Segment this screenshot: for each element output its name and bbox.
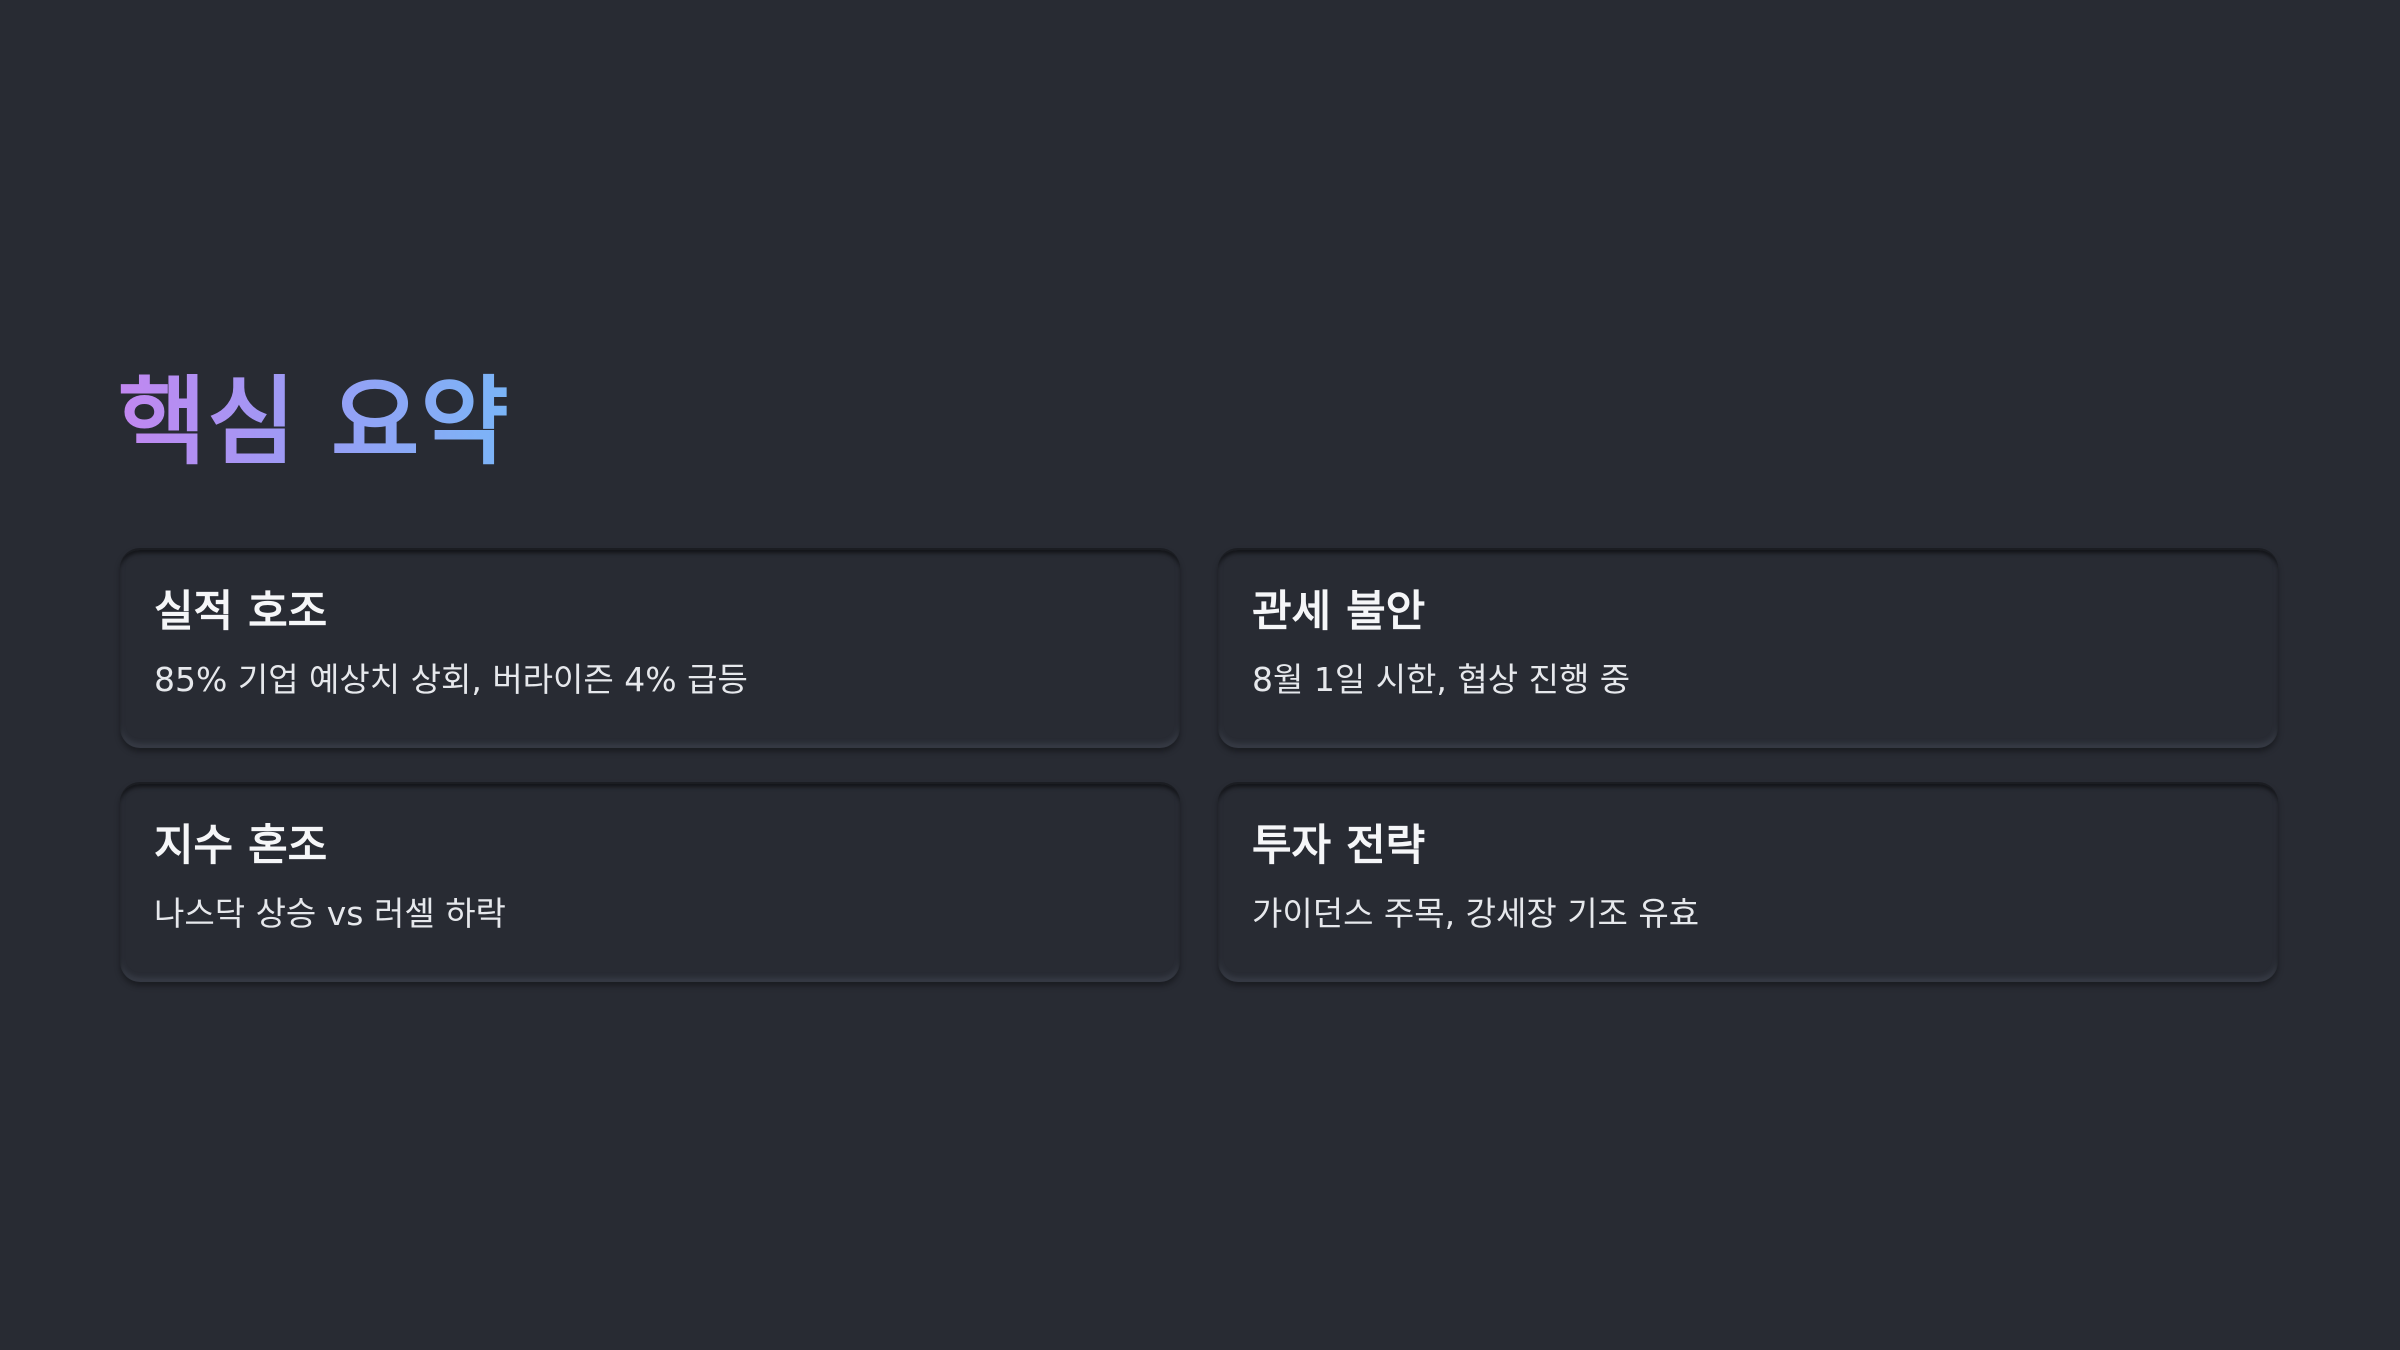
card-title: 지수 혼조 [154, 821, 328, 871]
card-title: 투자 전략 [1252, 821, 1426, 871]
summary-card-earnings: 실적 호조 85% 기업 예상치 상회, 버라이즌 4% 급등 [120, 548, 1180, 748]
summary-card-tariff: 관세 불안 8월 1일 시한, 협상 진행 중 [1218, 548, 2278, 748]
card-text: 가이던스 주목, 강세장 기조 유효 [1252, 894, 1700, 933]
card-title: 관세 불안 [1252, 587, 1426, 637]
card-text: 8월 1일 시한, 협상 진행 중 [1252, 660, 1631, 699]
summary-card-grid: 실적 호조 85% 기업 예상치 상회, 버라이즌 4% 급등 관세 불안 8월… [120, 548, 2280, 982]
slide-title: 핵심 요약 [118, 362, 510, 482]
card-text: 나스닥 상승 vs 러셀 하락 [154, 894, 506, 933]
summary-card-index: 지수 혼조 나스닥 상승 vs 러셀 하락 [120, 782, 1180, 982]
card-title: 실적 호조 [154, 587, 328, 637]
card-text: 85% 기업 예상치 상회, 버라이즌 4% 급등 [154, 660, 748, 699]
summary-card-strategy: 투자 전략 가이던스 주목, 강세장 기조 유효 [1218, 782, 2278, 982]
